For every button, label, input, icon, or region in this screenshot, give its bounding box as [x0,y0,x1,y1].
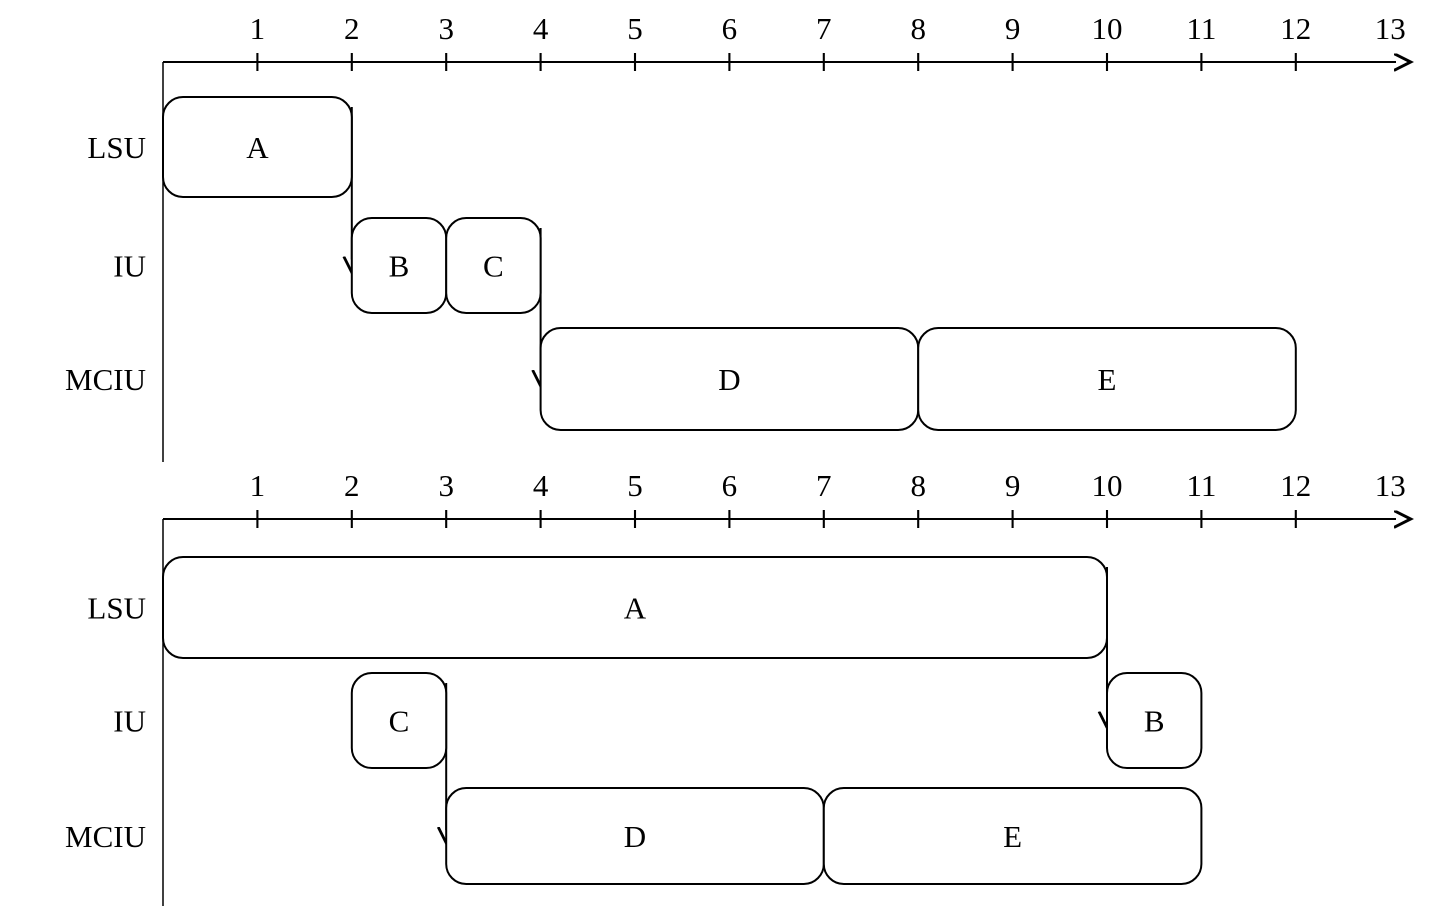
task-label-b: B [389,249,410,284]
axis-tick-label: 13 [1375,468,1406,503]
axis-tick-label: 1 [250,11,266,46]
task-label-d: D [718,362,740,397]
task-label-e: E [1003,819,1022,854]
axis-tick-label: 13 [1375,11,1406,46]
task-label-a: A [246,130,269,165]
axis-tick-label: 2 [344,468,360,503]
axis-tick-label: 5 [627,468,643,503]
axis-tick-label: 4 [533,468,549,503]
task-label-d: D [624,819,646,854]
axis-tick-label: 6 [722,468,738,503]
axis-tick-label: 10 [1092,468,1123,503]
row-label-mciu: MCIU [65,819,146,854]
row-label-iu: IU [113,249,146,284]
task-box-c[interactable] [445,217,542,314]
axis-tick-label: 8 [910,11,926,46]
axis-tick-label: 2 [344,11,360,46]
axis-tick-label: 1 [250,468,266,503]
axis-tick-label: 5 [627,11,643,46]
row-label-lsu: LSU [87,130,146,165]
task-label-b: B [1144,704,1165,739]
axis-tick-label: 6 [722,11,738,46]
task-label-c: C [483,249,504,284]
axis-tick-label: 9 [1005,468,1021,503]
axis-tick-label: 7 [816,11,832,46]
row-label-iu: IU [113,704,146,739]
task-box-b[interactable] [1106,672,1203,769]
axis-tick-label: 12 [1280,11,1311,46]
axis-tick-label: 11 [1186,11,1216,46]
axis-tick-label: 10 [1092,11,1123,46]
row-label-lsu: LSU [87,591,146,626]
task-box-a[interactable] [162,96,353,198]
axis-tick-label: 3 [438,468,454,503]
axis-tick-label: 9 [1005,11,1021,46]
task-box-a[interactable] [162,556,1108,659]
task-box-e[interactable] [822,787,1203,885]
axis-tick-label: 4 [533,11,549,46]
task-label-a: A [624,591,647,626]
task-label-e: E [1098,362,1117,397]
task-box-e[interactable] [917,327,1297,431]
axis-tick-label: 7 [816,468,832,503]
row-label-mciu: MCIU [65,362,146,397]
axis-tick-label: 12 [1280,468,1311,503]
task-box-c[interactable] [350,672,448,769]
axis-tick-label: 3 [438,11,454,46]
axis-tick-label: 11 [1186,468,1216,503]
axis-tick-label: 8 [910,468,926,503]
task-label-c: C [389,704,410,739]
